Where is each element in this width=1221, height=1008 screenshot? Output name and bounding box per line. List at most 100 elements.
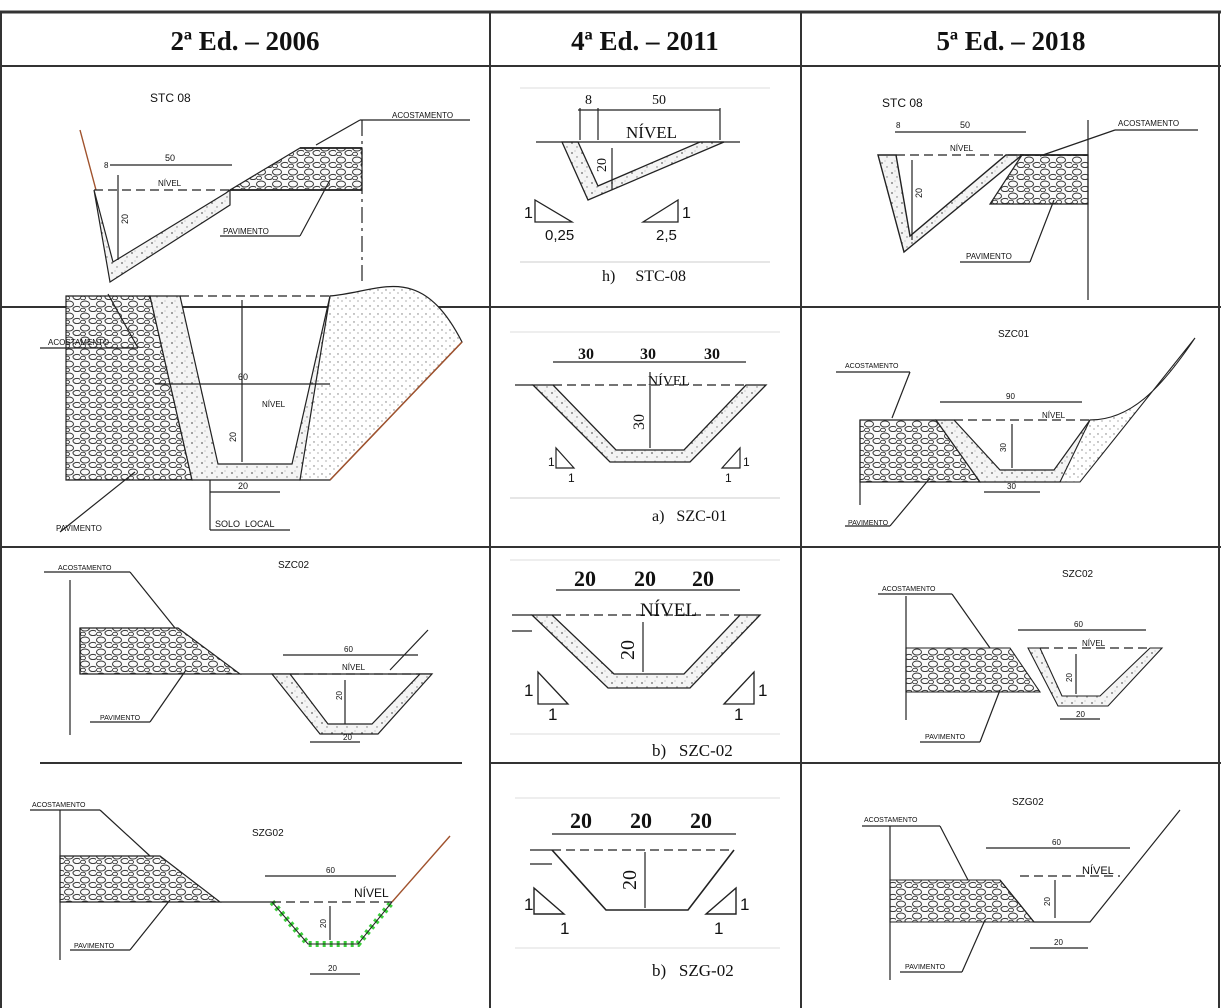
stc08-2006-acost: ACOSTAMENTO <box>392 111 453 120</box>
szg02-2011-caption: b) SZG-02 <box>652 961 734 980</box>
szc01-2011-one-b: 1 <box>568 471 575 485</box>
szg02-2018-acost: ACOSTAMENTO <box>864 817 918 824</box>
szc01-2011-caption: a) SZC-01 <box>652 508 727 525</box>
szc01-2011-one-d: 1 <box>725 471 732 485</box>
szc02-2018-code: SZC02 <box>1062 569 1094 580</box>
szc01-2006-solo: SOLO LOCAL <box>215 519 275 529</box>
szg02-2011-one-a: 1 <box>524 895 533 914</box>
szg02-2006-d: 20 <box>319 919 328 928</box>
szc02-2006-nivel: NÍVEL <box>342 663 366 672</box>
szc02-2006-drawing <box>44 571 434 743</box>
szc01-2011-w2: 30 <box>640 346 656 363</box>
szc02-2006-pav: PAVIMENTO <box>100 715 141 722</box>
stc08-2006-w: 50 <box>165 153 175 163</box>
szc01-2018-code: SZC01 <box>998 329 1030 340</box>
szg02-2011-one-d: 1 <box>714 919 723 938</box>
stc08-2011-caption: h) STC-08 <box>602 268 686 285</box>
szc02-2018-pav: PAVIMENTO <box>925 734 966 741</box>
szg02-2011-w2: 20 <box>630 808 652 833</box>
szc02-2018-acost: ACOSTAMENTO <box>882 586 936 593</box>
szc02-2011-nivel: NÍVEL <box>640 599 697 621</box>
szc02-2011-caption: b) SZC-02 <box>652 741 733 760</box>
szc02-2011-one-b: 1 <box>548 705 557 724</box>
stc08-2018-nivel: NÍVEL <box>950 144 974 153</box>
szc01-2011-drawing <box>510 331 780 499</box>
stc08-2018-pav: PAVIMENTO <box>966 252 1012 261</box>
szc01-2011-one-c: 1 <box>743 455 750 469</box>
szc02-2018-d: 20 <box>1065 673 1074 682</box>
szc01-2006-acost: ACOSTAMENTO <box>48 338 109 347</box>
stc08-2006-code: STC 08 <box>150 91 191 105</box>
szc01-2018-drawing <box>836 337 1196 527</box>
szc02-2006-d: 20 <box>335 691 344 700</box>
header-2011: 4ª Ed. – 2011 <box>571 26 719 56</box>
szc01-2018-b: 30 <box>1007 482 1016 491</box>
stc08-2011-nivel: NÍVEL <box>626 123 677 142</box>
szg02-2011-one-b: 1 <box>560 919 569 938</box>
stc08-2018-w: 50 <box>960 120 970 130</box>
szg02-2006-pav: PAVIMENTO <box>74 943 115 950</box>
stc08-2011-slope2: 2,5 <box>656 227 677 244</box>
szc02-2018-b: 20 <box>1076 710 1085 719</box>
szg02-2006-drawing <box>30 809 451 975</box>
szg02-2006-nivel: NÍVEL <box>354 885 389 900</box>
szg02-2011-w1: 20 <box>570 808 592 833</box>
szc01-2006-b: 20 <box>238 481 248 491</box>
szg02-2006-acost: ACOSTAMENTO <box>32 802 86 809</box>
szc01-2006-d: 20 <box>228 432 238 442</box>
stc08-2006-drawing <box>79 119 470 285</box>
stc08-2006-nivel: NÍVEL <box>158 179 182 188</box>
szg02-2011-w3: 20 <box>690 808 712 833</box>
szc02-2006-acost: ACOSTAMENTO <box>58 565 112 572</box>
table-grid <box>0 10 1221 1008</box>
szg02-2018-pav: PAVIMENTO <box>905 964 946 971</box>
stc08-2006-a: 8 <box>104 161 109 170</box>
szg02-2018-code: SZG02 <box>1012 797 1044 808</box>
szg02-2018-d: 20 <box>1043 897 1052 906</box>
szc01-2011-w1: 30 <box>578 346 594 363</box>
stc08-2018-d: 20 <box>914 188 924 198</box>
stc08-2018-acost: ACOSTAMENTO <box>1118 119 1179 128</box>
szc01-2018-acost: ACOSTAMENTO <box>845 363 899 370</box>
stc08-2011-a: 8 <box>585 93 592 108</box>
stc08-2011-w: 50 <box>652 93 666 108</box>
szc01-2018-nivel: NÍVEL <box>1042 411 1066 420</box>
stc08-2006-d: 20 <box>120 214 130 224</box>
szc01-2011-one-a: 1 <box>548 455 555 469</box>
szc01-2006-nivel: NÍVEL <box>262 400 286 409</box>
szc01-2018-pav: PAVIMENTO <box>848 520 889 527</box>
szc01-2018-w: 90 <box>1006 392 1015 401</box>
stc08-2006-pav: PAVIMENTO <box>223 227 269 236</box>
szc02-2018-drawing <box>878 593 1164 743</box>
szg02-2006-b: 20 <box>328 964 337 973</box>
szg02-2011-drawing <box>515 797 780 949</box>
szc01-2011-d: 30 <box>631 414 648 430</box>
szc02-2011-one-a: 1 <box>524 681 533 700</box>
stc08-2018-a: 8 <box>896 121 901 130</box>
stc08-2011-one-left: 1 <box>524 205 533 222</box>
stc08-2011-one-right: 1 <box>682 205 691 222</box>
szc01-2006-pav: PAVIMENTO <box>56 524 102 533</box>
szg02-2018-w: 60 <box>1052 838 1061 847</box>
szc02-2011-d: 20 <box>617 640 639 660</box>
szg02-2011-d: 20 <box>619 870 641 890</box>
szc02-2006-code: SZC02 <box>278 560 310 571</box>
szg02-2006-w: 60 <box>326 866 335 875</box>
szg02-2006-code: SZG02 <box>252 828 284 839</box>
szc02-2011-w2: 20 <box>634 566 656 591</box>
szc02-2018-nivel: NÍVEL <box>1082 639 1106 648</box>
szc01-2018-d: 30 <box>999 443 1008 452</box>
szc02-2011-drawing <box>510 559 780 735</box>
szc02-2011-w3: 20 <box>692 566 714 591</box>
szc02-2006-b: 20 <box>343 733 352 742</box>
szc01-2006-drawing <box>40 286 463 533</box>
szc02-2011-w1: 20 <box>574 566 596 591</box>
szg02-2018-nivel: NÍVEL <box>1082 864 1114 877</box>
stc08-2011-d: 20 <box>595 158 610 172</box>
header-2006: 2ª Ed. – 2006 <box>170 26 319 56</box>
stc08-2018-drawing <box>877 120 1198 300</box>
szc01-2011-nivel: NÍVEL <box>648 372 690 389</box>
stc08-2011-slope1: 0,25 <box>545 227 574 244</box>
szc02-2011-one-d: 1 <box>734 705 743 724</box>
